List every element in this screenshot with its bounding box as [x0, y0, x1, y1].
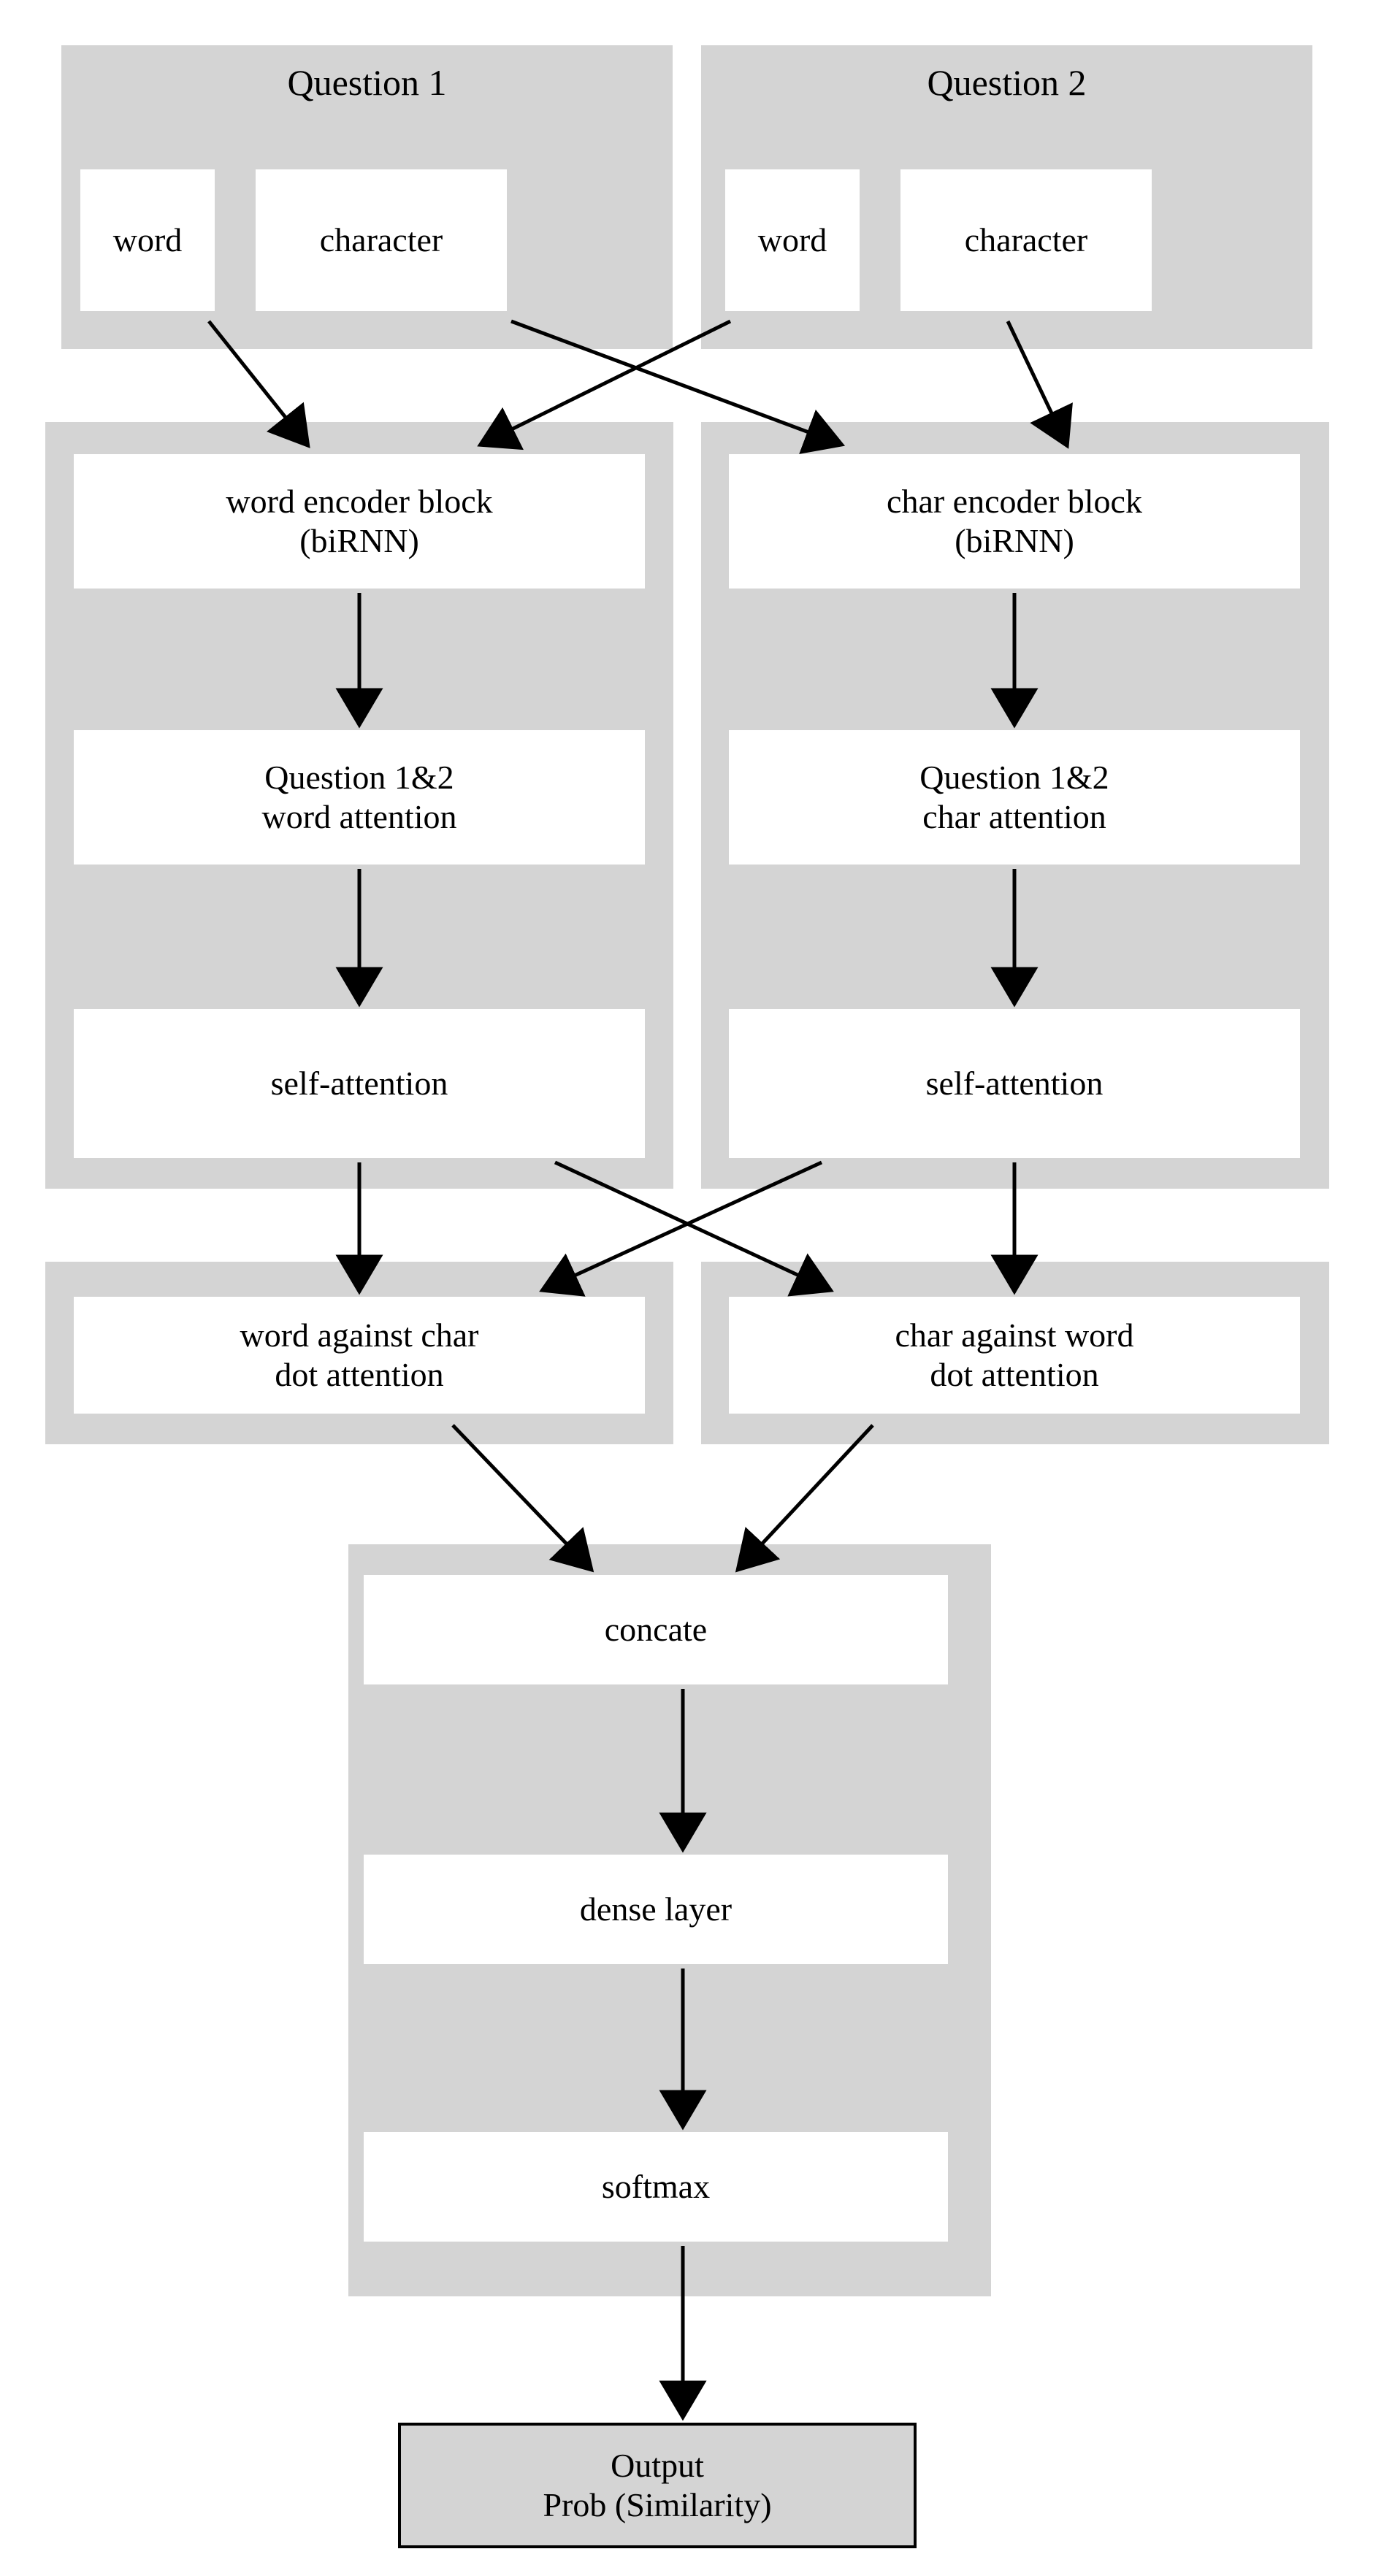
group-title-question-2: Question 2 — [927, 62, 1087, 103]
node-q1-word[interactable]: word — [80, 169, 215, 311]
node-dense-layer[interactable]: dense layer — [364, 1855, 948, 1964]
node-output[interactable]: Output Prob (Similarity) — [398, 2423, 917, 2548]
node-char-encoder-block[interactable]: char encoder block (biRNN) — [729, 454, 1300, 589]
group-title-question-1: Question 1 — [287, 62, 447, 103]
node-softmax[interactable]: softmax — [364, 2132, 948, 2242]
node-self-attention-left[interactable]: self-attention — [74, 1009, 645, 1158]
node-word-against-char-dot-attention[interactable]: word against char dot attention — [74, 1297, 645, 1414]
node-q2-character[interactable]: character — [900, 169, 1152, 311]
node-q1-character[interactable]: character — [256, 169, 507, 311]
node-concate[interactable]: concate — [364, 1575, 948, 1684]
node-word-attention[interactable]: Question 1&2 word attention — [74, 730, 645, 865]
node-char-attention[interactable]: Question 1&2 char attention — [729, 730, 1300, 865]
node-char-against-word-dot-attention[interactable]: char against word dot attention — [729, 1297, 1300, 1414]
node-word-encoder-block[interactable]: word encoder block (biRNN) — [74, 454, 645, 589]
node-q2-word[interactable]: word — [725, 169, 860, 311]
node-self-attention-right[interactable]: self-attention — [729, 1009, 1300, 1158]
